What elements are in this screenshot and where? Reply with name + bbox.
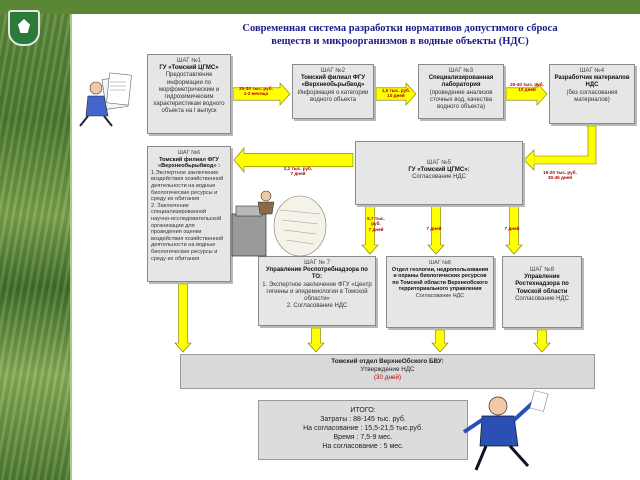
- step-8a-text: Согласование НДС: [415, 292, 465, 299]
- step-1-text: Предоставление информации по морфометрич…: [153, 72, 225, 115]
- grass-strip: [0, 0, 70, 480]
- step-8a-name: Отдел геологии, недропользования и охран…: [391, 266, 489, 293]
- total-line-2: На согласование : 15,5-21,5 тыс.руб.: [303, 425, 423, 432]
- step-3-box: ШАГ №3 Специализированная лаборатория (п…: [418, 64, 504, 119]
- emblem-icon: [8, 10, 40, 46]
- step-3-text: (проведение анализов сточных вод, качест…: [429, 89, 493, 111]
- step-7-text-2: 2. Согласование НДС: [286, 303, 348, 310]
- step-2-box: ШАГ №2 Томский филиал ФГУ «Верхнеобьрыбв…: [292, 64, 374, 119]
- title-line-1: Современная система разработки нормативо…: [242, 23, 558, 34]
- step-6-name: Томский филиал ФГУ «Верхнеобьрыбвод» :: [158, 156, 220, 170]
- step-5-name: ГУ «Томский ЦГМС»:: [408, 167, 470, 174]
- top-strip: [0, 0, 640, 14]
- label-arrow-3-4-time: 10 дней: [518, 87, 536, 93]
- arrow-5-6: [233, 147, 354, 173]
- step-2-head: ШАГ №2: [320, 68, 346, 74]
- total-line-3: Время : 7,5-9 мес.: [333, 434, 393, 441]
- step-8b-head: ШАГ №8: [529, 267, 555, 273]
- step-7-text-1: 1. Экспертное заключение ФГУ «Центр гиги…: [262, 281, 372, 303]
- step-6-box: ШАГ №6 Томский филиал ФГУ «Верхнеобьрыбв…: [147, 146, 231, 282]
- step-8b-name: Управление Ростехнадзора по Томской обла…: [515, 274, 569, 295]
- arrow-1-2: [232, 82, 291, 106]
- total-title: ИТОГО:: [350, 407, 376, 414]
- total-line-1: Затраты : 88-145 тыс. руб.: [320, 416, 406, 423]
- arrow-5-8a: [427, 205, 445, 255]
- label-arrow-3-4: 20-40 тыс. руб. 10 дней: [508, 82, 546, 93]
- arrow-8a-approval: [431, 329, 449, 353]
- label-arrow-2-3-cost: 1,5 тыс. руб.: [381, 88, 411, 93]
- label-arrow-5-8b: 7 дней: [500, 226, 524, 231]
- step-4-name: Разработчик материалов НДС: [554, 75, 630, 89]
- label-arrow-3-4-cost: 20-40 тыс. руб.: [510, 82, 544, 87]
- step-2-name: Томский филиал ФГУ «Верхнеобьрыбвод»: [300, 75, 366, 89]
- step-4-head: ШАГ №4: [579, 68, 605, 74]
- label-arrow-1-2: 20-30 тыс. руб. 1-2 месяца: [234, 86, 278, 97]
- approval-line-3: (30 дней): [373, 374, 402, 381]
- approval-box: Томский отдел ВерхнеОбского БВУ: Утвержд…: [180, 354, 595, 389]
- step-6-head: ШАГ №6: [177, 150, 201, 156]
- title-line-2: веществ и микроорганизмов в водные объек…: [271, 36, 529, 47]
- step-7-name: Управление Роспотребнадзора по ТО:: [266, 267, 368, 281]
- step-4-text: (без согласования материалов): [566, 89, 618, 103]
- step-3-name: Специализированная лаборатория: [428, 75, 494, 89]
- step-2-text: Информация о категории водного объекта: [297, 89, 369, 103]
- page-title: Современная система разработки нормативо…: [180, 22, 620, 48]
- step-7-box: ШАГ № 7 Управление Роспотребнадзора по Т…: [258, 256, 376, 326]
- label-arrow-5-7-time: 7 дней: [368, 226, 384, 232]
- arrow-2-3: [375, 82, 417, 106]
- label-arrow-5-8a: 7 дней: [422, 226, 446, 231]
- label-arrow-1-2-time: 1-2 месяца: [243, 91, 269, 97]
- label-arrow-5-8a-time: 7 дней: [426, 226, 442, 231]
- label-arrow-4-5-cost: 15-20 тыс. руб.: [543, 170, 577, 175]
- label-arrow-5-7-cost: 5,7 тыс. руб.: [367, 216, 385, 227]
- step-5-head: ШАГ №5: [426, 160, 452, 166]
- arrow-5-7: [361, 205, 379, 255]
- arrow-3-4: [505, 82, 548, 106]
- step-8b-text: Согласование НДС: [515, 295, 569, 302]
- total-box: ИТОГО: Затраты : 88-145 тыс. руб. На сог…: [258, 400, 468, 460]
- step-1-box: ШАГ №1 ГУ «Томский ЦГМС» Предоставление …: [147, 54, 231, 134]
- label-arrow-1-2-cost: 20-30 тыс. руб.: [239, 86, 273, 91]
- step-5-box: ШАГ №5 ГУ «Томский ЦГМС»: Согласование Н…: [355, 141, 523, 205]
- approval-line-1: Томский отдел ВерхнеОбского БВУ:: [331, 358, 444, 365]
- step-3-head: ШАГ №3: [448, 68, 474, 74]
- step-5-text: Согласование НДС: [412, 174, 466, 181]
- step-4-box: ШАГ №4 Разработчик материалов НДС (без с…: [549, 64, 635, 124]
- label-arrow-5-6: 2,2 тыс. руб. 7 дней: [276, 166, 320, 177]
- step-6-text-2: 2. Заключение специализированной научно-…: [151, 202, 224, 262]
- label-arrow-5-7: 5,7 тыс. руб. 7 дней: [362, 216, 390, 232]
- arrow-7-approval: [307, 327, 325, 353]
- step-8a-head: ШАГ №8: [429, 260, 451, 266]
- step-1-name: ГУ «Томский ЦГМС»: [159, 65, 219, 72]
- arrow-8b-approval: [533, 329, 551, 353]
- arrow-4-5: [523, 125, 597, 171]
- arrow-6-approval: [174, 283, 192, 353]
- label-arrow-2-3-time: 10 дней: [387, 93, 405, 99]
- label-arrow-5-6-cost: 2,2 тыс. руб.: [283, 166, 313, 171]
- arrow-5-8b: [505, 205, 523, 255]
- label-arrow-4-5-time: 30-45 дней: [547, 175, 573, 181]
- label-arrow-4-5: 15-20 тыс. руб. 30-45 дней: [540, 170, 580, 181]
- step-8b-box: ШАГ №8 Управление Ростехнадзора по Томск…: [502, 256, 582, 328]
- step-7-head: ШАГ № 7: [304, 260, 330, 266]
- step-6-text-1: 1.Экспертное заключение воздействия хозя…: [151, 169, 224, 203]
- label-arrow-2-3: 1,5 тыс. руб. 10 дней: [378, 88, 414, 99]
- total-line-4: На согласование : 5 мес.: [322, 443, 404, 450]
- step-8a-box: ШАГ №8 Отдел геологии, недропользования …: [386, 256, 494, 328]
- label-arrow-5-6-time: 7 дней: [290, 171, 306, 177]
- approval-line-2: Утверждение НДС: [360, 366, 415, 373]
- step-1-head: ШАГ №1: [176, 58, 202, 64]
- label-arrow-5-8b-time: 7 дней: [504, 226, 520, 231]
